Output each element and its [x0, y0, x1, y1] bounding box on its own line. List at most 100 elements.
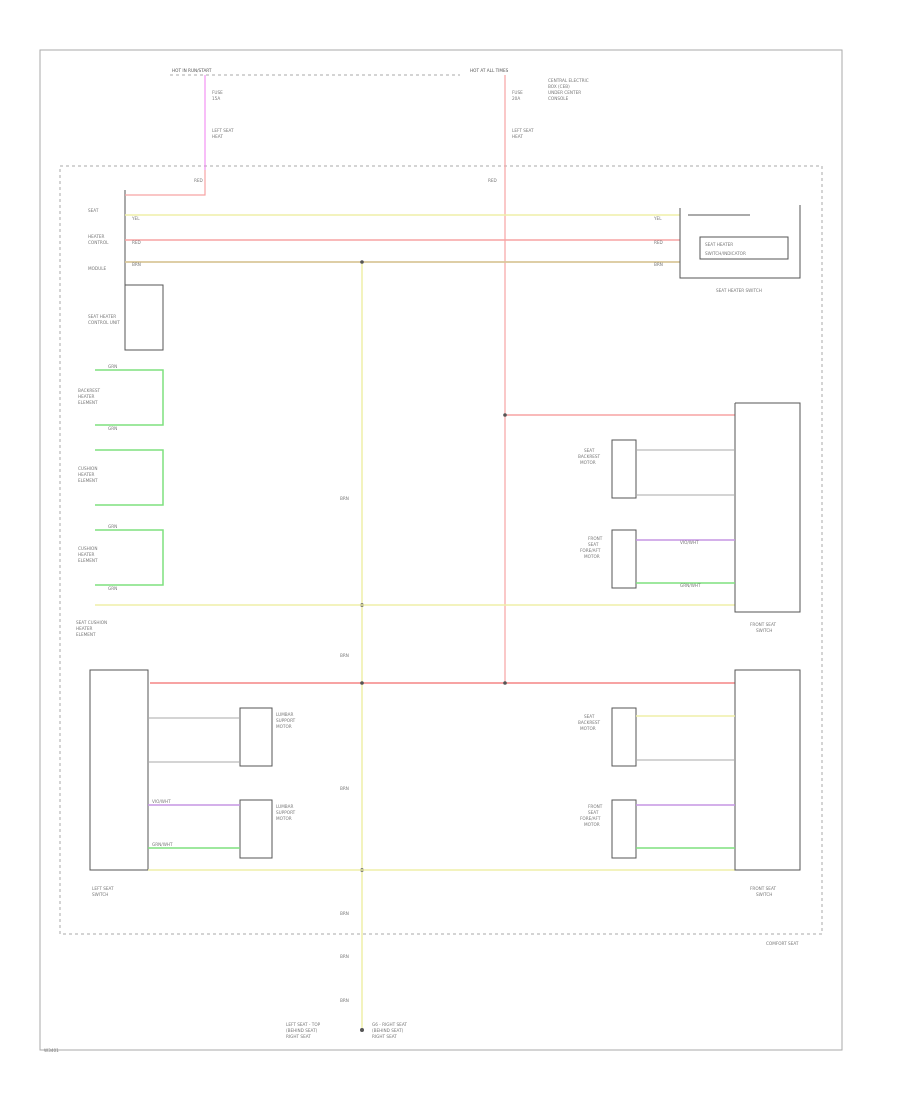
left-seat-switch-box	[89, 669, 149, 871]
ground-left-3: RIGHT SEAT	[286, 1034, 311, 1039]
top-right-header: HOT AT ALL TIMES	[470, 68, 509, 73]
sensor-1-name-1: BACKREST	[78, 388, 101, 393]
sensor-1-name-2: HEATER	[78, 394, 95, 399]
top-right-fuse: FUSE	[512, 90, 523, 95]
fore-aft-2-line-3: FORE/AFT	[580, 816, 601, 821]
heater-switch-indicator	[699, 236, 789, 260]
ground-left-1: LEFT SEAT - TOP	[286, 1022, 321, 1027]
front-seat-switch-2-sub: SWITCH	[756, 892, 772, 897]
wire-red-label: RED	[132, 240, 141, 245]
front-seat-switch-2: FRONT SEAT	[750, 886, 776, 891]
sensor-3-wire-bot: GRN	[108, 586, 117, 591]
sensor-3-name-3: ELEMENT	[78, 558, 98, 563]
sensor-1-loop	[95, 369, 164, 426]
top-left-fuse: FUSE	[212, 90, 223, 95]
heater-switch-box	[679, 205, 801, 279]
top-right-fuse-rating: 20A	[512, 96, 520, 101]
sensor-3-wire-top: GRN	[108, 524, 117, 529]
top-right-conn-2: HEAT	[512, 134, 523, 139]
ground-junction-top	[360, 260, 364, 264]
fore-aft-2-line-2: SEAT	[588, 810, 599, 815]
ctrl-module-0: SEAT	[88, 208, 99, 213]
lumbar-2-wire-top-lbl: VIO/WHT	[152, 799, 171, 804]
ground-trunk-label-5: BRN	[340, 954, 349, 959]
fore-aft-1-line-2: SEAT	[588, 542, 599, 547]
lumbar-1-line-3: MOTOR	[276, 724, 292, 729]
top-left-conn: LEFT SEAT	[212, 128, 234, 133]
ground-trunk-label-6: BRN	[340, 998, 349, 1003]
fore-aft-1-line-3: FORE/AFT	[580, 548, 601, 553]
front-seat-switch-2-box	[734, 669, 801, 871]
fore-aft-motor-1	[611, 529, 637, 589]
control-module-feed	[125, 170, 206, 196]
wire-brn-label-r: BRN	[654, 262, 663, 267]
ground-trunk-label-4: BRN	[340, 911, 349, 916]
top-right-box-3: UNDER CENTER	[548, 90, 581, 95]
lumbar-1-line-1: LUMBAR	[276, 712, 294, 717]
lumbar-2-line-2: SUPPORT	[276, 810, 296, 815]
top-right-box-4: CONSOLE	[548, 96, 569, 101]
sensor-2-name-3: ELEMENT	[78, 478, 98, 483]
sensor-2-name-2: HEATER	[78, 472, 95, 477]
ctrl-unit-1: SEAT HEATER	[88, 314, 116, 319]
top-right-wire-label: RED	[488, 178, 497, 183]
ctrl-unit-2: CONTROL UNIT	[88, 320, 120, 325]
heater-switch-label: SEAT HEATER SWITCH	[716, 288, 762, 293]
lumbar-2-line-3: MOTOR	[276, 816, 292, 821]
cushion-sensor-2: HEATER	[76, 626, 93, 631]
fore-aft-1-wire-bot-lbl: GRN/WHT	[680, 583, 701, 588]
lumbar-motor-2	[239, 799, 273, 859]
top-left-header: HOT IN RUN/START	[172, 68, 212, 73]
top-right-box-1: CENTRAL ELECTRIC	[548, 78, 589, 83]
ground-junction-bottom	[360, 1028, 364, 1032]
top-left-wire-label: RED	[194, 178, 203, 183]
ground-right-1: G6 - RIGHT SEAT	[372, 1022, 407, 1027]
ctrl-module-3: MODULE	[88, 266, 107, 271]
wire-brn-label: BRN	[132, 262, 141, 267]
front-seat-switch-1-box	[734, 402, 801, 613]
front-seat-switch-1: FRONT SEAT	[750, 622, 776, 627]
lumbar-motor-1	[239, 707, 273, 767]
seat-2-line-2: BACKREST	[578, 720, 601, 725]
cushion-sensor-1: SEAT CUSHION	[76, 620, 107, 625]
footnote: W3401	[44, 1048, 59, 1053]
right-upper-junction	[503, 413, 507, 417]
top-left-fuse-rating: 15A	[212, 96, 220, 101]
wire-red-label-r: RED	[654, 240, 663, 245]
ground-trunk-label-1: BRN	[340, 496, 349, 501]
fore-aft-1-line-1: FRONT	[588, 536, 603, 541]
left-seat-switch-sub: SWITCH	[92, 892, 108, 897]
sensor-3-loop	[95, 529, 164, 586]
sensor-1-wire-bot: GRN	[108, 426, 117, 431]
fore-aft-2-line-4: MOTOR	[584, 822, 600, 827]
seat-2-line-3: MOTOR	[580, 726, 596, 731]
wire-yel-label-r: YEL	[653, 216, 662, 221]
fore-aft-motor-2	[611, 799, 637, 859]
top-left-conn-2: HEAT	[212, 134, 223, 139]
cushion-sensor-3: ELEMENT	[76, 632, 96, 637]
seat-2-line-1: SEAT	[584, 714, 595, 719]
red-bus-junction	[503, 681, 507, 685]
ground-left-2: (BEHIND SEAT)	[286, 1028, 318, 1033]
lumbar-1-line-2: SUPPORT	[276, 718, 296, 723]
ground-right-2: (BEHIND SEAT)	[372, 1028, 404, 1033]
comfort-seat-label: COMFORT SEAT	[766, 941, 799, 946]
ground-trunk-label-2: BRN	[340, 653, 349, 658]
sensor-3-name-1: CUSHION	[78, 546, 97, 551]
ground-trunk-label-3: BRN	[340, 786, 349, 791]
control-module-box	[124, 190, 164, 351]
seat-backrest-motor-2	[611, 707, 637, 767]
top-right-box-2: BOX (CEB)	[548, 84, 570, 89]
ctrl-module-1: HEATER	[88, 234, 105, 239]
red-trunk-junction	[360, 681, 364, 685]
wire-yel-label: YEL	[131, 216, 140, 221]
sensor-3-name-2: HEATER	[78, 552, 95, 557]
top-right-conn: LEFT SEAT	[512, 128, 534, 133]
ground-right-3: RIGHT SEAT	[372, 1034, 397, 1039]
sensor-2-name-1: CUSHION	[78, 466, 97, 471]
seat-1-line-1: SEAT	[584, 448, 595, 453]
sensor-1-wire-top: GRN	[108, 364, 117, 369]
seat-1-line-2: BACKREST	[578, 454, 601, 459]
heater-switch-box-1: SEAT HEATER	[705, 242, 733, 247]
